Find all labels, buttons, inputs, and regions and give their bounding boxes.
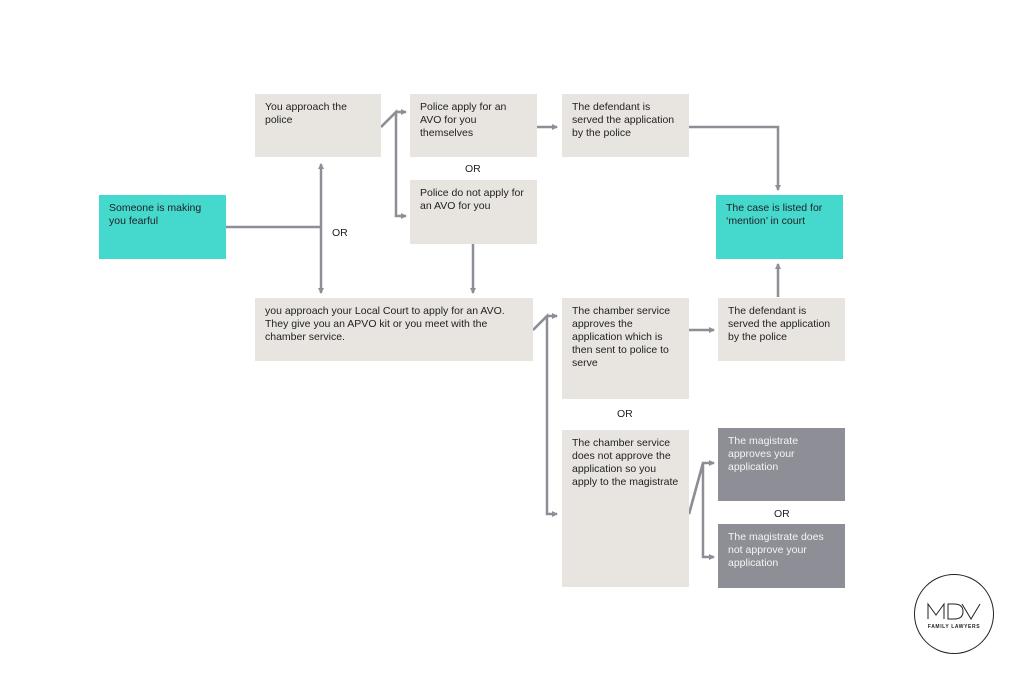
node-chamber-approves: The chamber service approves the applica… [562,298,689,399]
or-label-chamber-branch: OR [617,408,633,420]
node-magistrate-not-approve: The magistrate does not approve your app… [718,524,845,588]
node-magistrate-approves: The magistrate approves your application [718,428,845,501]
node-chamber-not-approve: The chamber service does not approve the… [562,430,689,587]
or-label-magistrate-branch: OR [774,508,790,520]
node-police-apply: Police apply for an AVO for you themselv… [410,94,537,157]
node-someone-fearful: Someone is making you fearful [99,195,226,259]
node-local-court: you approach your Local Court to apply f… [255,298,533,361]
arrow-to-chamber-not-approve [532,312,558,517]
mdv-logo: FAMILY LAWYERS [914,574,994,654]
node-defendant-served-court-route: The defendant is served the application … [718,298,845,361]
node-defendant-served-police-route: The defendant is served the application … [562,94,689,157]
arrow-to-magistrate-not-approve [687,462,715,560]
node-case-listed-mention: The case is listed for ‘mention’ in cour… [716,195,843,259]
node-police-not-apply: Police do not apply for an AVO for you [410,180,537,244]
mdv-wordmark-icon [927,602,981,620]
arrow-to-police-not-apply [380,108,407,219]
or-label-main-branch: OR [332,227,348,239]
logo-subtitle: FAMILY LAWYERS [927,624,981,630]
node-approach-police: You approach the police [255,94,381,157]
or-label-police-branch: OR [465,163,481,175]
arrow-to-mention-top [689,125,781,191]
